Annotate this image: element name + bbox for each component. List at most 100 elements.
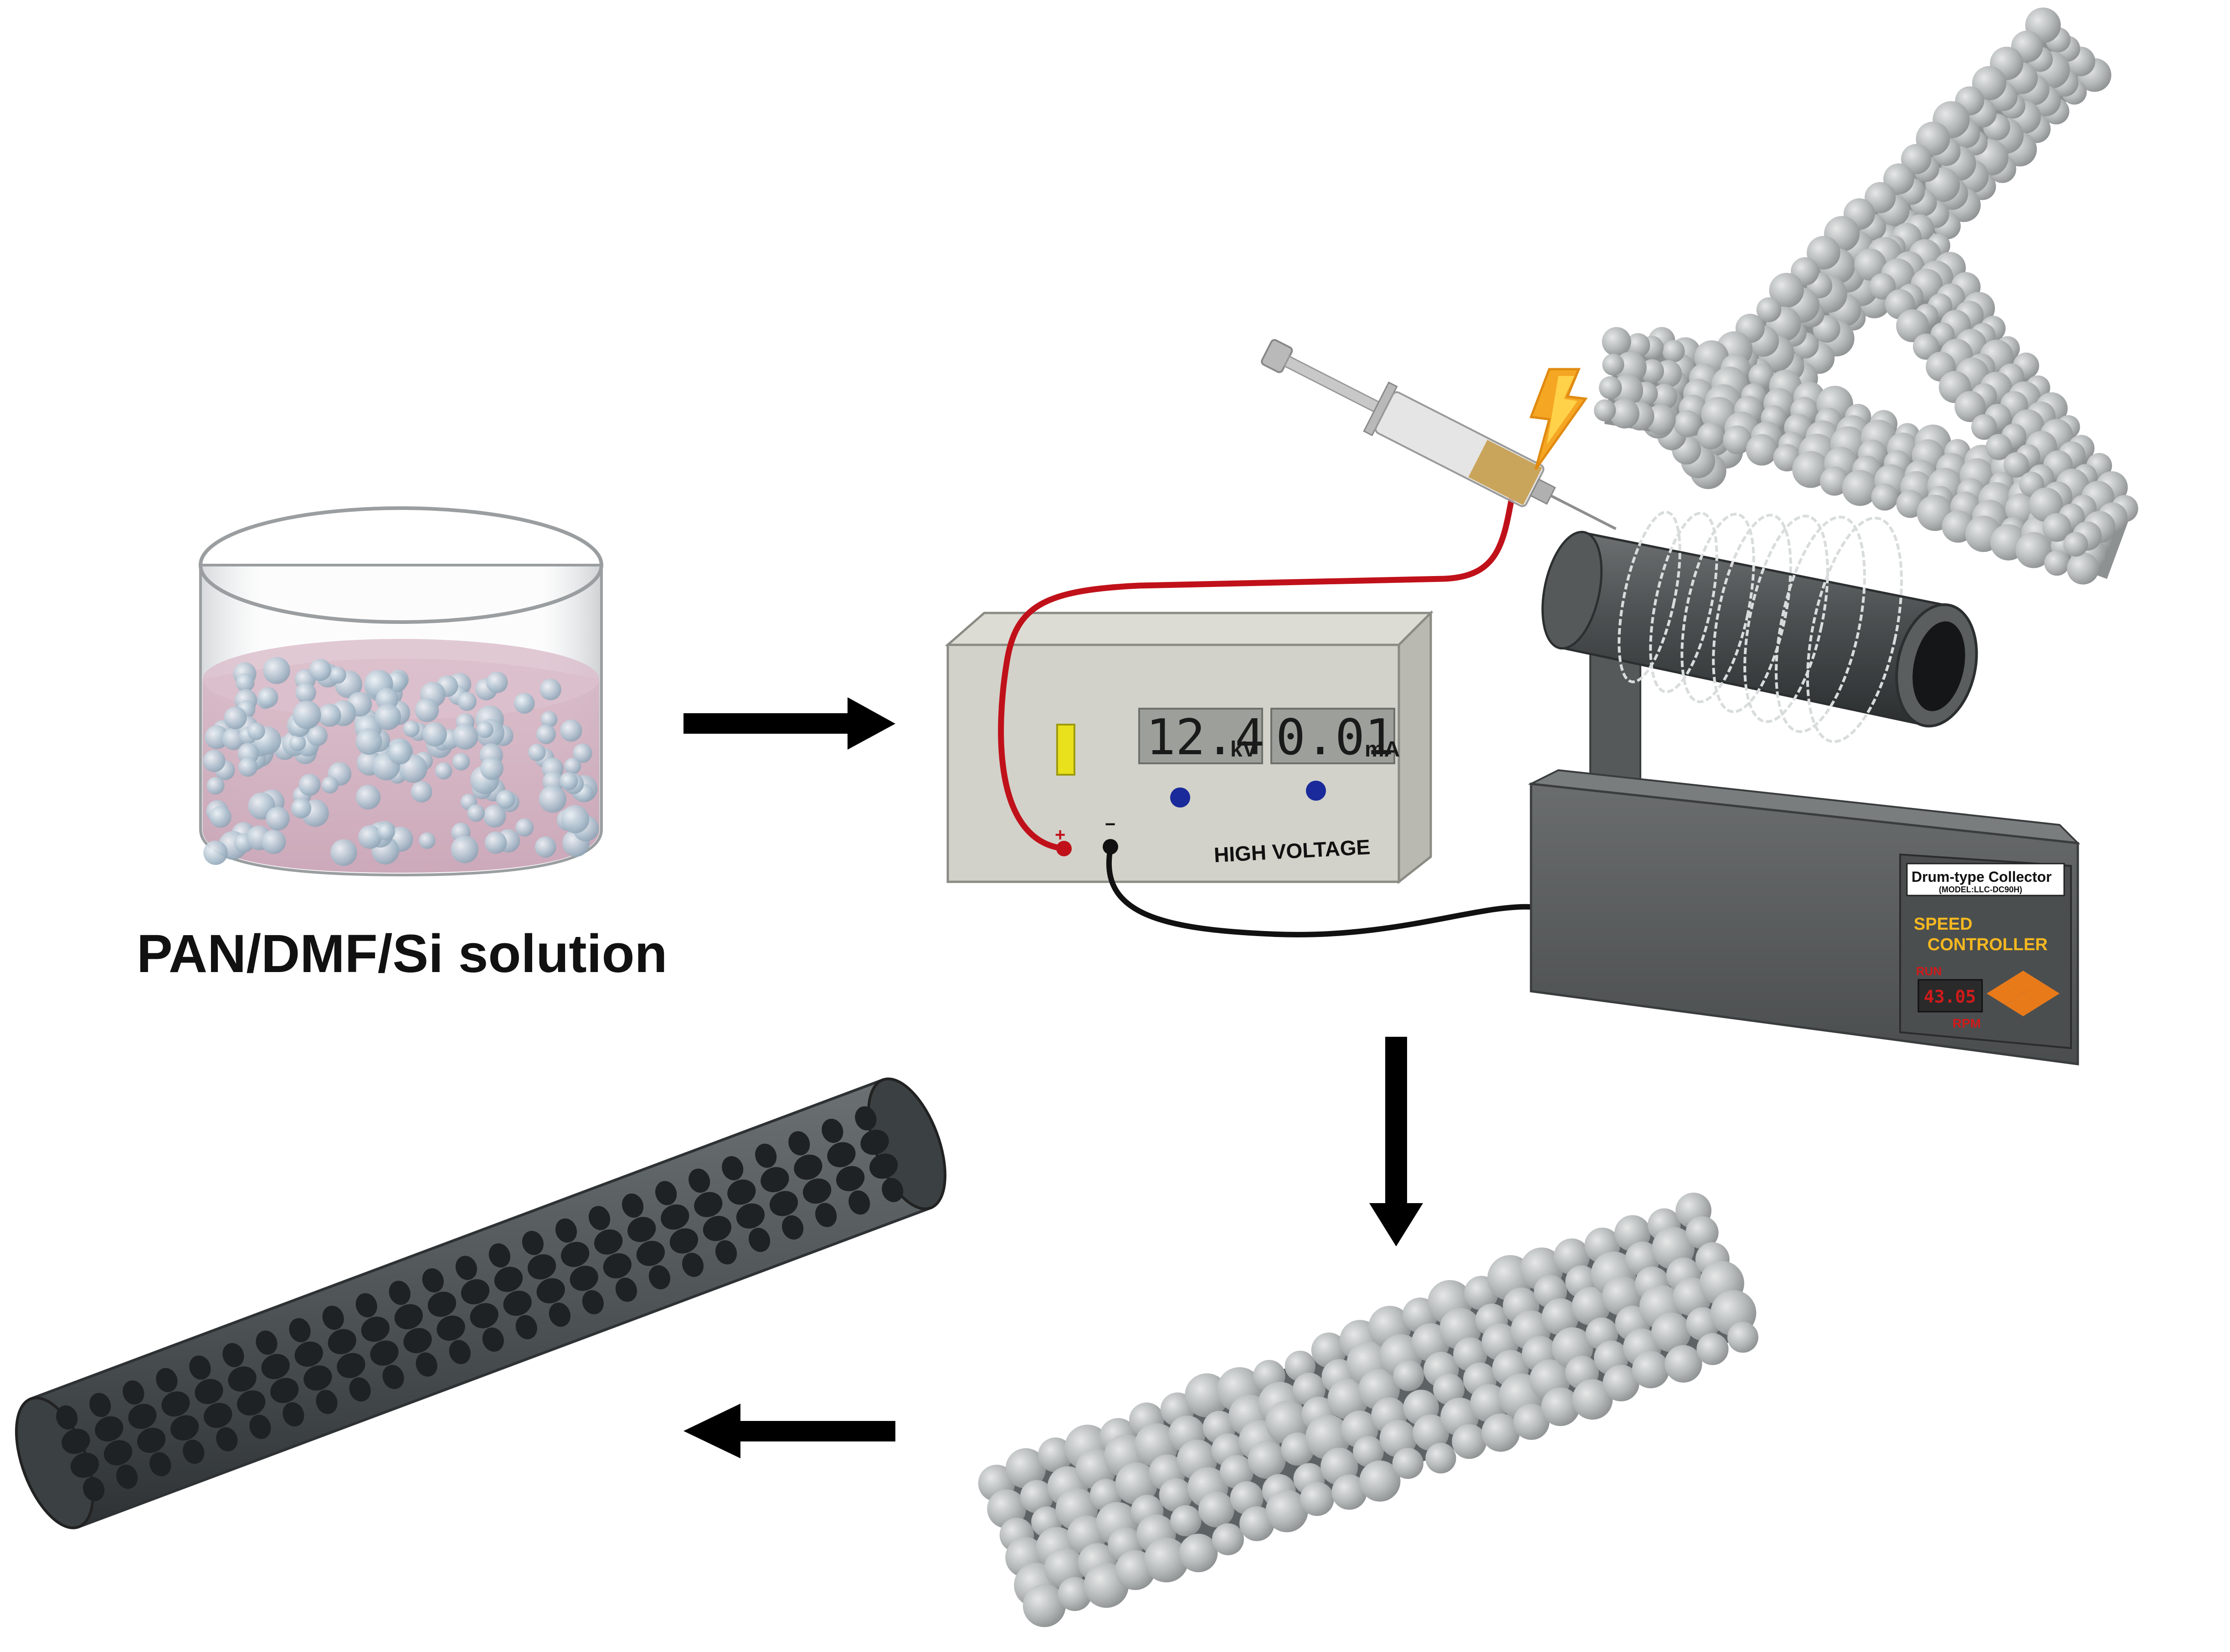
pore bbox=[627, 1217, 656, 1242]
pore bbox=[137, 1427, 166, 1453]
si-bead bbox=[1865, 182, 1896, 213]
si-bead bbox=[1170, 1505, 1202, 1537]
silicon-particle bbox=[321, 776, 339, 794]
si-bead bbox=[2015, 532, 2052, 568]
pore bbox=[594, 1229, 623, 1255]
si-bead bbox=[1665, 1345, 1702, 1383]
silicon-particle bbox=[329, 666, 346, 684]
syringe-icon bbox=[1261, 339, 1617, 530]
pore bbox=[389, 1281, 411, 1305]
speed-controller-line1: SPEED bbox=[1914, 915, 1973, 934]
pore bbox=[636, 1240, 665, 1266]
silicon-particle bbox=[356, 785, 381, 810]
si-bead bbox=[1159, 1478, 1193, 1512]
si-bead bbox=[1541, 1387, 1580, 1426]
si-bead bbox=[1602, 354, 1624, 376]
high-voltage-power-supply: 12.4 kV 0.01 mA + − HIGH VOLTAGE bbox=[945, 610, 1434, 885]
si-bead bbox=[1727, 1322, 1758, 1353]
pore bbox=[349, 1377, 371, 1402]
pore bbox=[237, 1390, 266, 1416]
pore bbox=[860, 1129, 889, 1155]
silicon-particle bbox=[540, 679, 561, 700]
silicon-particle bbox=[388, 741, 412, 765]
pore bbox=[648, 1265, 671, 1290]
si-bead bbox=[1219, 1455, 1254, 1489]
si-bead bbox=[1696, 1333, 1729, 1365]
si-bead bbox=[1626, 333, 1650, 357]
pore bbox=[703, 1216, 732, 1241]
pore bbox=[228, 1366, 257, 1392]
pore bbox=[727, 1179, 756, 1205]
current-knob[interactable] bbox=[1306, 781, 1326, 801]
pore bbox=[588, 1206, 611, 1230]
silicon-particle bbox=[419, 832, 436, 849]
si-bead bbox=[1913, 333, 1939, 360]
silicon-particle bbox=[206, 777, 225, 795]
voltage-knob[interactable] bbox=[1170, 787, 1190, 808]
pore bbox=[802, 1178, 832, 1204]
pore bbox=[316, 1390, 338, 1414]
si-bead bbox=[1572, 1379, 1613, 1420]
silicon-particle bbox=[534, 836, 556, 858]
silicon-particle bbox=[224, 706, 247, 730]
silicon-particle bbox=[483, 804, 506, 828]
silicon-particle bbox=[295, 682, 316, 703]
si-bead bbox=[1971, 414, 1997, 440]
si-bead bbox=[1481, 1413, 1520, 1452]
process-arrow-left bbox=[683, 1404, 895, 1458]
si-bead bbox=[1869, 273, 1896, 300]
silicon-particle bbox=[291, 798, 312, 818]
si-bead bbox=[1452, 1424, 1487, 1459]
pore bbox=[437, 1315, 465, 1341]
silicon-particle bbox=[480, 757, 504, 780]
pore bbox=[760, 1167, 789, 1193]
si-bead bbox=[1697, 422, 1725, 450]
si-bead bbox=[1603, 1364, 1639, 1402]
pore bbox=[549, 1302, 570, 1327]
pore bbox=[836, 1166, 865, 1191]
silicon-particle bbox=[236, 673, 255, 692]
si-bead bbox=[1807, 236, 1840, 270]
pore bbox=[689, 1168, 710, 1193]
voltage-value: 12.4 bbox=[1146, 709, 1264, 766]
pore bbox=[482, 1327, 504, 1352]
current-display bbox=[1270, 708, 1395, 764]
si-bead bbox=[1230, 1481, 1264, 1515]
pore bbox=[869, 1153, 898, 1179]
negative-terminal-label: − bbox=[1105, 814, 1115, 834]
pore bbox=[294, 1341, 323, 1367]
si-bead bbox=[2067, 552, 2099, 585]
rpm-unit: RPM bbox=[1953, 1016, 1981, 1030]
pore bbox=[603, 1253, 632, 1279]
pore bbox=[522, 1230, 544, 1256]
silicon-particle bbox=[289, 734, 306, 751]
porous-carbon-fiber-icon bbox=[15, 1077, 947, 1529]
process-arrow-right bbox=[683, 697, 895, 750]
silicon-particle bbox=[298, 774, 321, 796]
pore bbox=[216, 1427, 238, 1451]
power-indicator-light bbox=[1056, 724, 1075, 776]
si-bead bbox=[1425, 1442, 1456, 1474]
si-bead bbox=[2042, 513, 2071, 542]
pore bbox=[116, 1464, 138, 1489]
pore bbox=[128, 1404, 157, 1429]
silicon-particle bbox=[203, 840, 228, 865]
pore bbox=[848, 1190, 870, 1215]
si-bead bbox=[1842, 470, 1878, 506]
negative-terminal[interactable] bbox=[1103, 839, 1118, 854]
silicon-particle bbox=[528, 743, 546, 762]
si-bead bbox=[1985, 434, 2012, 460]
pore bbox=[582, 1290, 604, 1315]
silicon-particle bbox=[375, 704, 401, 730]
pore bbox=[337, 1353, 365, 1379]
pore bbox=[283, 1402, 304, 1427]
pore bbox=[488, 1243, 510, 1268]
speed-control-icon[interactable] bbox=[1987, 971, 2060, 1016]
spun-fiber-loop bbox=[1649, 511, 1718, 694]
silicon-particle bbox=[266, 807, 290, 831]
si-bead bbox=[1748, 363, 1774, 389]
pore bbox=[494, 1266, 523, 1292]
spark-icon bbox=[1529, 368, 1588, 470]
pore bbox=[449, 1340, 471, 1364]
pore bbox=[455, 1256, 477, 1280]
